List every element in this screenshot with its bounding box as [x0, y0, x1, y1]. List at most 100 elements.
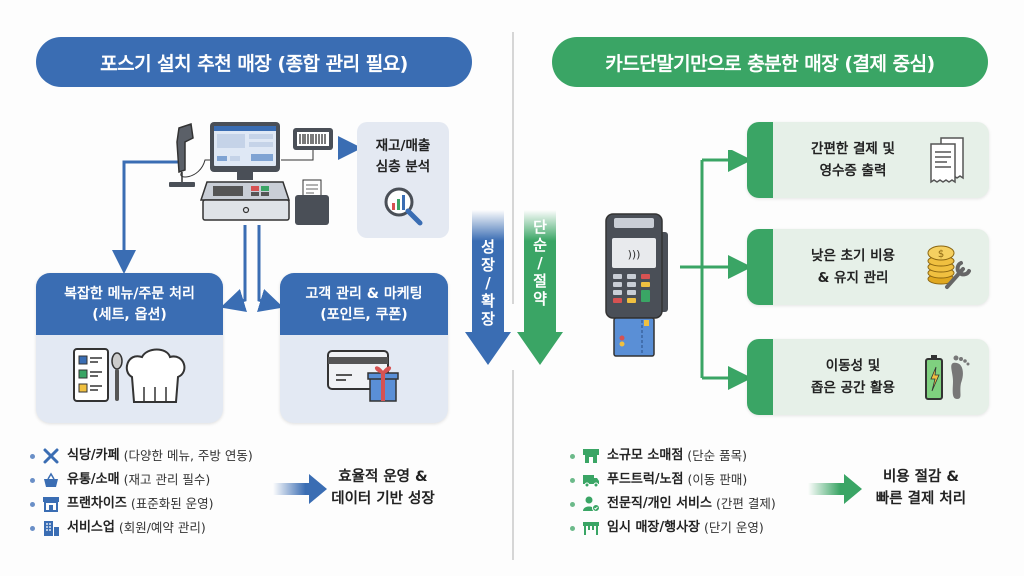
inventory-sales-analysis-card: 재고/매출 심층 분석 — [357, 122, 449, 238]
list-item-main: 임시 매장/행사장 — [607, 520, 700, 535]
simple-saving-arrow — [517, 210, 563, 365]
label-char: 절 — [533, 272, 547, 290]
list-item-main: 푸드트럭/노점 — [607, 472, 684, 487]
food-truck-icon — [583, 475, 599, 488]
card-line2: & 유지 관리 — [817, 270, 889, 286]
card-accent-bar — [747, 122, 773, 198]
list-item-sub: (재고 관리 필수) — [123, 472, 211, 487]
storefront-icon — [43, 497, 59, 512]
list-item: 소규모 소매점 (단순 품목) — [570, 444, 776, 468]
card-line1: 간편한 결제 및 — [811, 141, 895, 157]
menu-card-line1: 복잡한 메뉴/주문 처리 — [64, 286, 195, 302]
pos-flow-connectors — [112, 136, 362, 312]
label-char: 장 — [481, 310, 495, 328]
growth-expansion-arrow — [465, 210, 511, 365]
card-line1: 낮은 초기 비용 — [811, 248, 895, 264]
list-item: 푸드트럭/노점 (이동 판매) — [570, 468, 776, 492]
list-item: 전문직/개인 서비스 (간편 결제) — [570, 492, 776, 516]
list-item-main: 프랜차이즈 — [67, 496, 127, 511]
analysis-card-line2: 심층 분석 — [375, 159, 431, 175]
bullet — [30, 501, 35, 507]
list-item-sub: (이동 판매) — [687, 472, 748, 487]
complex-menu-order-card: 복잡한 메뉴/주문 처리 (세트, 옵션) — [36, 273, 223, 423]
list-item-sub: (단순 품목) — [687, 448, 748, 463]
terminal-store-type-list: 소규모 소매점 (단순 품목) 푸드트럭/노점 (이동 판매) 전문직/개인 서… — [570, 444, 776, 540]
card-gift-icon — [327, 350, 399, 402]
marketing-card-line2: (포인트, 쿠폰) — [320, 307, 408, 323]
monitor-icon — [210, 122, 280, 180]
svg-text:$: $ — [938, 249, 944, 260]
bullet — [30, 453, 35, 459]
label-char: 단 — [533, 218, 547, 236]
outcome-line2: 데이터 기반 성장 — [331, 491, 435, 507]
shop-awning-icon — [583, 449, 599, 463]
bullet — [30, 525, 35, 531]
basket-icon — [44, 472, 58, 487]
list-item: 유통/소매 (재고 관리 필수) — [30, 468, 253, 492]
person-check-icon — [583, 496, 600, 512]
list-item-main: 전문직/개인 서비스 — [607, 496, 712, 511]
stall-icon — [583, 522, 599, 535]
building-icon — [44, 521, 59, 536]
outcome-line1: 효율적 운영 & — [338, 469, 428, 485]
marketing-card-line1: 고객 관리 & 마케팅 — [305, 286, 423, 302]
bullet — [570, 501, 575, 507]
list-item-main: 유통/소매 — [67, 472, 120, 487]
connector-pos-to-marketing-card — [257, 225, 284, 312]
magnifier-chart-icon — [384, 187, 423, 226]
list-item-sub: (다양한 메뉴, 주방 연동) — [123, 448, 253, 463]
list-item-sub: (표준화된 운영) — [130, 496, 214, 511]
barcode-display-icon — [281, 128, 333, 161]
center-divider-bottom — [512, 370, 514, 560]
right-result-arrow — [808, 474, 862, 504]
center-divider-top — [512, 32, 514, 304]
bullet — [30, 477, 35, 483]
outcome-line2: 빠른 결제 처리 — [875, 491, 967, 507]
card-line2: 영수증 출력 — [819, 163, 887, 179]
mobility-small-space-card: 이동성 및 좁은 공간 활용 — [747, 339, 989, 415]
connector-to-menu-card — [112, 160, 178, 274]
menu-chef-hat-icon — [73, 348, 186, 403]
simple-saving-label: 단 순 / 절 약 — [522, 218, 558, 308]
list-item-main: 식당/카페 — [67, 448, 120, 463]
card-line1: 이동성 및 — [825, 358, 881, 374]
card-accent-bar — [747, 339, 773, 415]
receipt-printer-icon — [295, 179, 329, 225]
list-item: 프랜차이즈 (표준화된 운영) — [30, 492, 253, 516]
list-item-main: 소규모 소매점 — [607, 448, 684, 463]
list-item-main: 서비스업 — [67, 520, 115, 535]
label-char: 확 — [481, 292, 495, 310]
pos-store-type-list: 식당/카페 (다양한 메뉴, 주방 연동) 유통/소매 (재고 관리 필수) 프… — [30, 444, 253, 540]
fork-knife-icon — [43, 448, 59, 464]
list-item: 서비스업 (회원/예약 관리) — [30, 516, 253, 540]
bullet — [570, 453, 575, 459]
svg-text:))): ))) — [628, 248, 641, 261]
list-item: 식당/카페 (다양한 메뉴, 주방 연동) — [30, 444, 253, 468]
growth-expansion-label: 성 장 / 확 장 — [470, 238, 506, 328]
label-char: 약 — [533, 290, 547, 308]
pos-outcome: 효율적 운영 & 데이터 기반 성장 — [318, 466, 448, 510]
cash-register-icon — [199, 181, 291, 221]
coins-wrench-icon: $ — [927, 245, 971, 289]
pos-terminal-illustration — [169, 122, 333, 225]
terminal-flow-connectors — [680, 150, 750, 390]
outcome-line1: 비용 절감 & — [882, 469, 960, 485]
card-terminal-icon: ))) — [605, 213, 668, 357]
card-terminal-title: 카드단말기만으로 충분한 매장 (결제 중심) — [552, 37, 988, 87]
simple-payment-receipt-card: 간편한 결제 및 영수증 출력 — [747, 122, 989, 198]
card-line2: 좁은 공간 활용 — [811, 380, 895, 396]
label-char: / — [537, 254, 543, 272]
connector-pos-to-menu-card — [220, 225, 247, 312]
left-result-arrow — [273, 474, 327, 504]
receipt-icon — [930, 137, 964, 184]
low-cost-maintenance-card: 낮은 초기 비용 & 유지 관리 $ — [747, 229, 989, 305]
menu-card-line2: (세트, 옵션) — [92, 307, 167, 323]
terminal-outcome: 비용 절감 & 빠른 결제 처리 — [858, 466, 984, 510]
list-item-sub: (간편 결제) — [715, 496, 776, 511]
customer-marketing-card: 고객 관리 & 마케팅 (포인트, 쿠폰) — [280, 273, 448, 423]
label-char: 성 — [481, 238, 495, 256]
list-item-sub: (단기 운영) — [704, 520, 764, 535]
battery-footprint-icon — [925, 355, 970, 400]
bullet — [570, 525, 575, 531]
bullet — [570, 477, 575, 483]
